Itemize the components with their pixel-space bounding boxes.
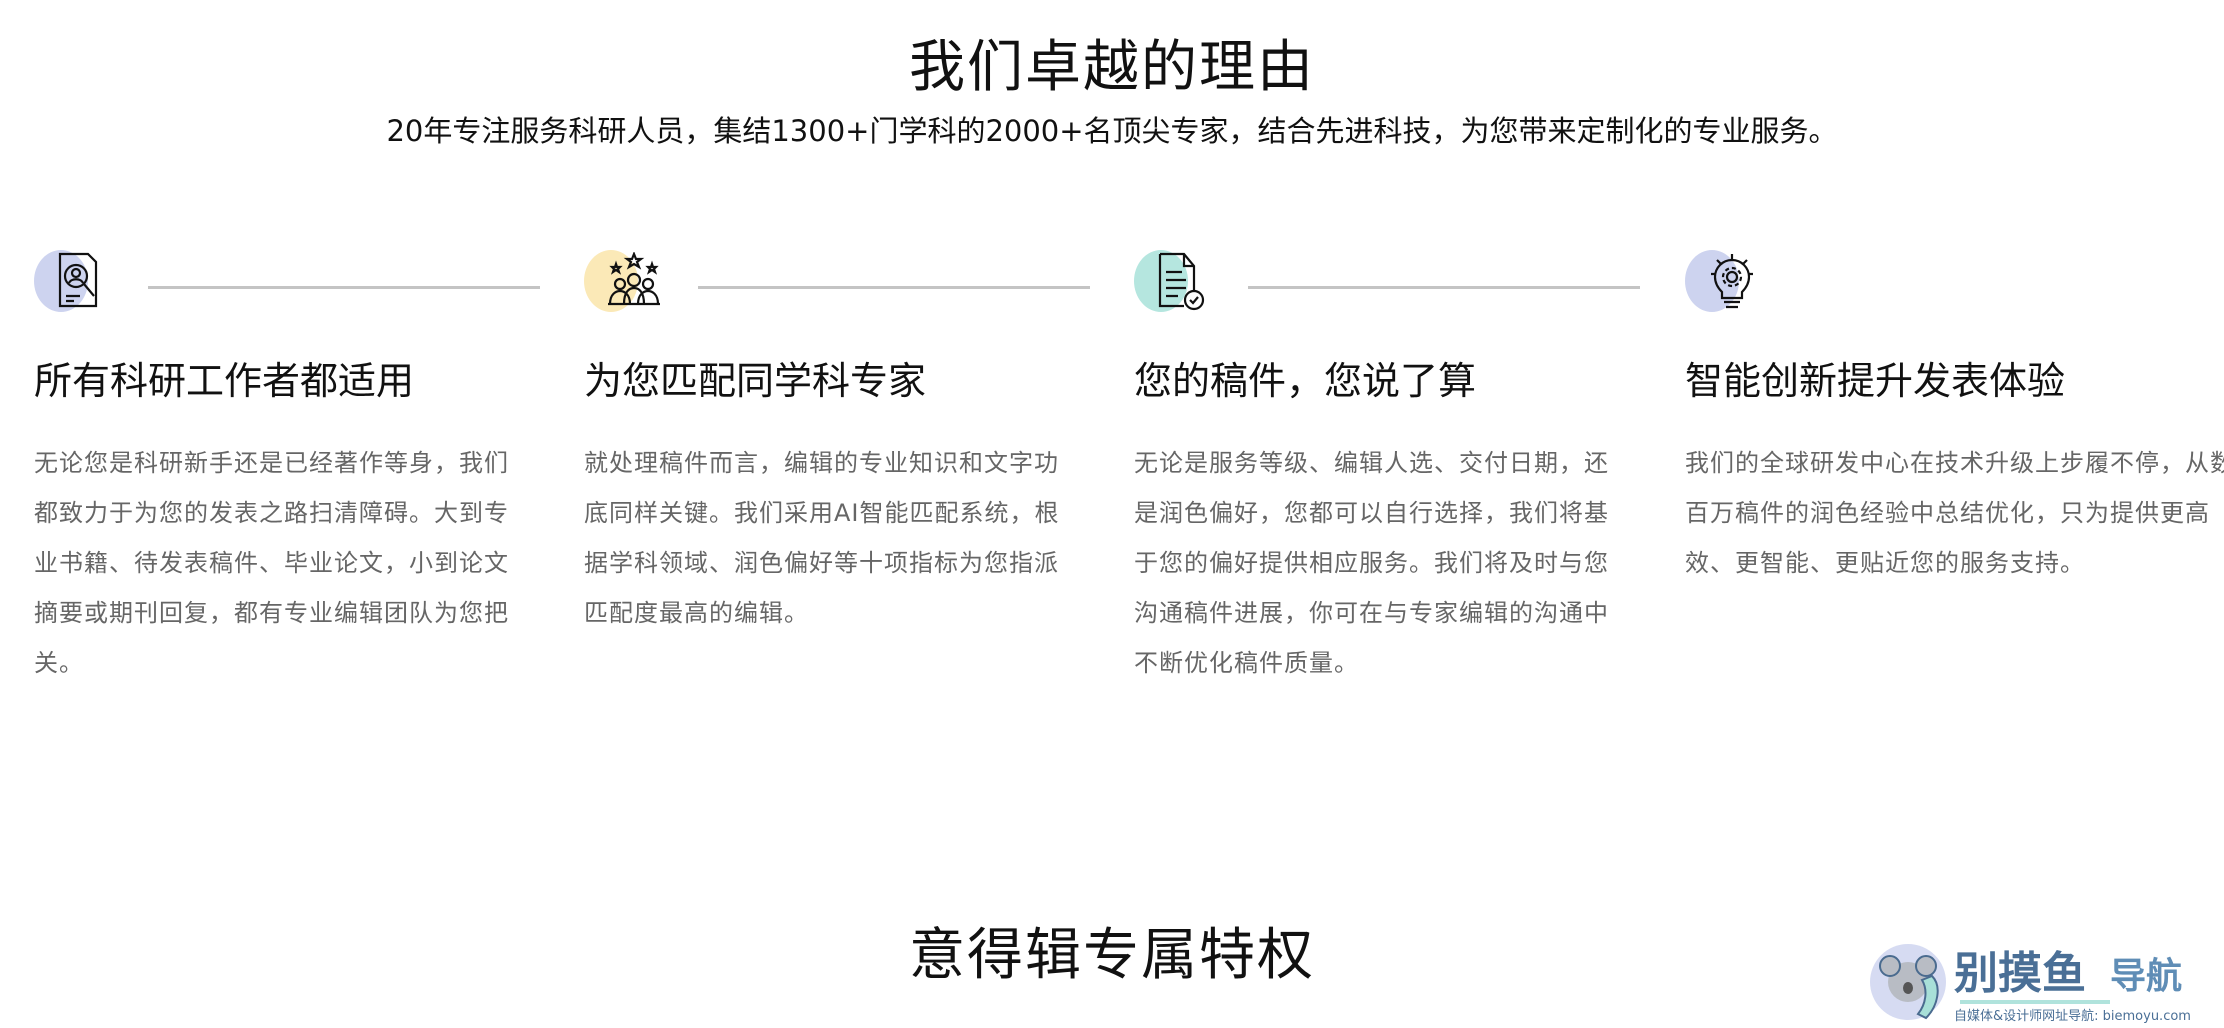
feature-card: 智能创新提升发表体验 我们的全球研发中心在技术升级上步履不停，从数百万稿件的润色… bbox=[1685, 248, 2224, 577]
lightbulb-gear-icon bbox=[1711, 254, 1753, 309]
section-title: 我们卓越的理由 bbox=[909, 35, 1315, 100]
watermark-logo: 别摸鱼 导航 自媒体&设计师网址导航: biemoyu.com bbox=[1862, 936, 2224, 1024]
feature-card: 所有科研工作者都适用 无论您是科研新手还是已经著作等身，我们都致力于为您的发表之… bbox=[34, 248, 574, 677]
svg-text:自媒体&设计师网址导航: biemoyu.com: 自媒体&设计师网址导航: biemoyu.com bbox=[1954, 1008, 2191, 1024]
feature-title: 为您匹配同学科专家 bbox=[584, 359, 927, 403]
feature-text: 无论您是科研新手还是已经著作等身，我们都致力于为您的发表之路扫清障碍。大到专业书… bbox=[34, 449, 509, 677]
feature-title: 智能创新提升发表体验 bbox=[1685, 359, 2066, 403]
document-search-icon bbox=[58, 252, 98, 308]
feature-title: 您的稿件，您说了算 bbox=[1134, 359, 1477, 403]
document-check-icon bbox=[1158, 252, 1205, 311]
section-subtitle: 20年专注服务科研人员，集结1300+门学科的2000+名顶尖专家，结合先进科技… bbox=[386, 114, 1838, 148]
feature-text: 就处理稿件而言，编辑的专业知识和文字功底同样关键。我们采用AI智能匹配系统，根据… bbox=[584, 449, 1060, 627]
feature-card: 您的稿件，您说了算 无论是服务等级、编辑人选、交付日期，还是润色偏好，您都可以自… bbox=[1134, 248, 1674, 677]
divider-line bbox=[148, 286, 540, 289]
section-title: 意得辑专属特权 bbox=[909, 923, 1315, 988]
feature-card: 为您匹配同学科专家 就处理稿件而言，编辑的专业知识和文字功底同样关键。我们采用A… bbox=[584, 248, 1124, 627]
team-stars-icon bbox=[608, 252, 660, 306]
feature-text: 无论是服务等级、编辑人选、交付日期，还是润色偏好，您都可以自行选择，我们将基于您… bbox=[1134, 449, 1609, 677]
svg-text:导航: 导航 bbox=[2110, 955, 2182, 997]
divider-line bbox=[698, 286, 1090, 289]
feature-title: 所有科研工作者都适用 bbox=[34, 359, 415, 403]
watermark-name: 别摸鱼 bbox=[1954, 948, 2086, 999]
divider-line bbox=[1248, 286, 1640, 289]
feature-text: 我们的全球研发中心在技术升级上步履不停，从数百万稿件的润色经验中总结优化，只为提… bbox=[1685, 449, 2224, 577]
